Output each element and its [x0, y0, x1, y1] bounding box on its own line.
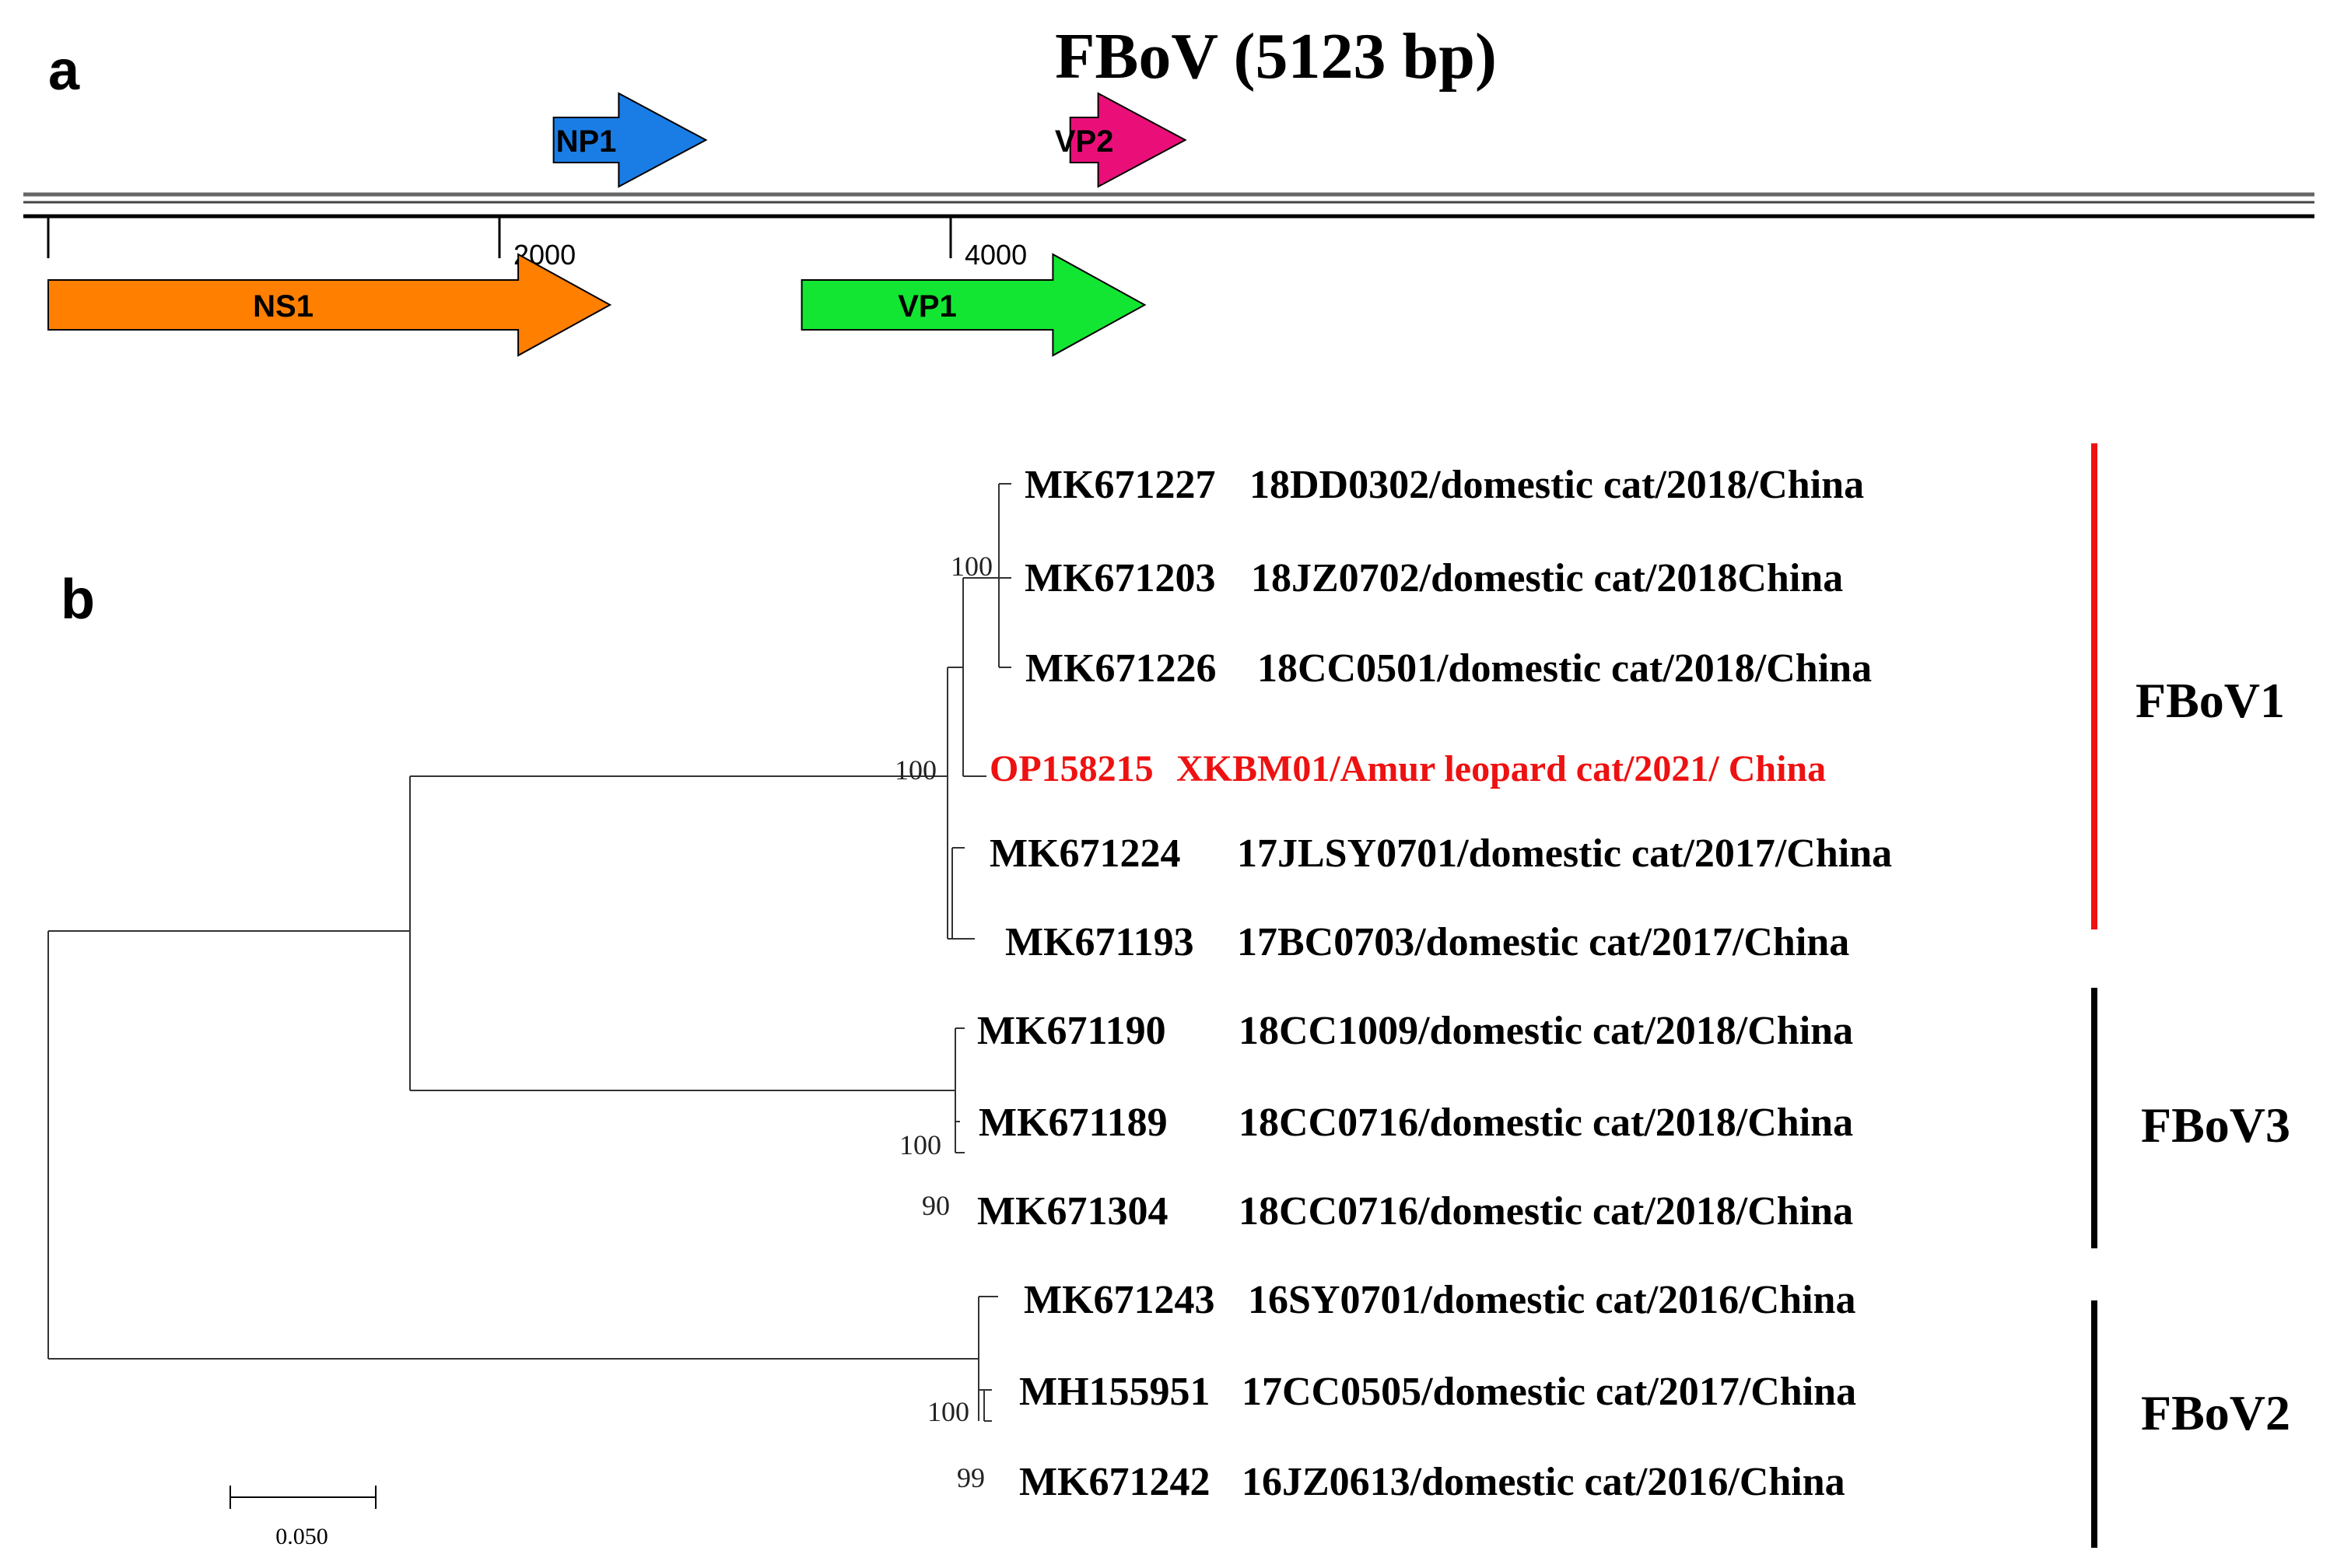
leaf-strain: 17JLSY0701/domestic cat/2017/China	[1237, 831, 1892, 876]
bootstrap-value: 100	[951, 551, 993, 582]
group-fbov3: FBoV3	[2091, 988, 2290, 1248]
leaf-strain: 17BC0703/domestic cat/2017/China	[1237, 920, 1849, 964]
leaf-mk671304: MK671304 18CC0716/domestic cat/2018/Chin…	[977, 1189, 1853, 1234]
leaf-strain: 18JZ0702/domestic cat/2018China	[1251, 556, 1843, 600]
leaf-accession: MK671226	[1025, 646, 1217, 691]
leaf-accession: MK671227	[1025, 463, 1216, 507]
scale-bar-label: 0.050	[275, 1524, 328, 1549]
phylogenetic-tree: b 100 100 100 90 100 99	[47, 443, 2290, 1549]
bootstrap-value: 100	[927, 1396, 969, 1427]
leaf-accession: MK671190	[977, 1009, 1166, 1053]
leaf-op158215: OP158215 XKBM01/Amur leopard cat/2021/ C…	[990, 748, 1826, 789]
leaf-mk671224: MK671224 17JLSY0701/domestic cat/2017/Ch…	[990, 831, 1892, 876]
leaf-mk671203: MK671203 18JZ0702/domestic cat/2018China	[1025, 556, 1843, 600]
group-label-fbov1: FBoV1	[2136, 673, 2285, 728]
group-label-fbov2: FBoV2	[2141, 1385, 2290, 1440]
vp2-arrow-shape	[1069, 92, 1187, 188]
gene-arrow-vp1: VP1	[801, 253, 1147, 357]
leaf-strain: 18DD0302/domestic cat/2018/China	[1249, 463, 1864, 507]
gene-label-vp2: VP2	[1055, 124, 1114, 159]
fbov2-clade-branches	[978, 1296, 998, 1421]
leaf-mk671190: MK671190 18CC1009/domestic cat/2018/Chin…	[977, 1009, 1853, 1053]
bootstrap-value: 90	[922, 1190, 950, 1221]
gene-arrow-np1: NP1	[552, 92, 708, 188]
leaf-accession: MH155951	[1019, 1370, 1211, 1414]
leaf-strain: XKBM01/Amur leopard cat/2021/ China	[1176, 748, 1826, 789]
leaf-strain: 18CC0716/domestic cat/2018/China	[1239, 1189, 1853, 1234]
gene-arrow-vp2: VP2	[1055, 92, 1187, 188]
fbov1-cluster-b-branches	[951, 847, 975, 940]
bootstrap-value: 100	[899, 1129, 941, 1160]
genome-title: FBoV (5123 bp)	[1055, 20, 1497, 93]
group-label-fbov3: FBoV3	[2141, 1097, 2290, 1153]
leaf-accession: OP158215	[990, 748, 1154, 789]
gene-label-np1: NP1	[556, 124, 617, 159]
leaf-strain: 18CC0716/domestic cat/2018/China	[1239, 1101, 1853, 1145]
bootstrap-values: 100 100 100 90 100 99	[895, 551, 993, 1493]
gene-label-vp1: VP1	[898, 289, 957, 324]
genome-backbone	[23, 192, 2314, 258]
scale-bar-line	[229, 1486, 377, 1509]
leaf-mk671243: MK671243 16SY0701/domestic cat/2016/Chin…	[1024, 1278, 1855, 1322]
genome-scale-ticks: 2000 4000	[498, 216, 1027, 271]
fbov1-fbov3-branches	[409, 775, 955, 1091]
leaf-mk671189: MK671189 18CC0716/domestic cat/2018/Chin…	[979, 1101, 1853, 1145]
leaf-accession: MK671193	[1005, 920, 1194, 964]
leaf-accession: MK671242	[1019, 1460, 1211, 1504]
root-branches	[47, 930, 979, 1360]
panel-letter-b: b	[61, 569, 95, 631]
scale-bar: 0.050	[229, 1486, 377, 1549]
fbov2-subclade-branches	[983, 1389, 992, 1422]
leaf-mh155951: MH155951 17CC0505/domestic cat/2017/Chin…	[1019, 1370, 1856, 1414]
leaf-accession: MK671224	[990, 831, 1181, 876]
group-fbov2: FBoV2	[2091, 1300, 2290, 1548]
leaf-labels: MK671227 18DD0302/domestic cat/2018/Chin…	[977, 463, 1892, 1504]
ns1-arrow-shape	[47, 253, 612, 357]
genome-tick-4000: 4000	[949, 216, 1027, 271]
bootstrap-value: 99	[957, 1462, 985, 1493]
fbov1-subclade-branches	[962, 577, 999, 777]
leaf-strain: 18CC1009/domestic cat/2018/China	[1239, 1009, 1853, 1053]
genome-tick-label: 4000	[965, 239, 1027, 271]
np1-arrow-shape	[552, 92, 708, 188]
tree-branches	[47, 483, 1011, 1422]
gene-arrows: NP1 VP2 NS1 VP1	[47, 92, 1187, 357]
panel-letter-a: a	[48, 40, 80, 102]
leaf-strain: 18CC0501/domestic cat/2018/China	[1257, 646, 1872, 691]
genome-tick-2000: 2000	[498, 216, 576, 271]
leaf-strain: 17CC0505/domestic cat/2017/China	[1242, 1370, 1856, 1414]
leaf-mk671227: MK671227 18DD0302/domestic cat/2018/Chin…	[1025, 463, 1864, 507]
fbov1-clade-branches	[947, 667, 963, 940]
bootstrap-value: 100	[895, 754, 937, 786]
group-fbov1: FBoV1	[2091, 443, 2285, 929]
gene-arrow-ns1: NS1	[47, 253, 612, 357]
leaf-mk671242: MK671242 16JZ0613/domestic cat/2016/Chin…	[1019, 1460, 1845, 1504]
clade-brackets: FBoV1 FBoV3 FBoV2	[2091, 443, 2290, 1548]
leaf-accession: MK671243	[1024, 1278, 1215, 1322]
leaf-accession: MK671203	[1025, 556, 1216, 600]
gene-label-ns1: NS1	[253, 289, 314, 324]
leaf-strain: 16SY0701/domestic cat/2016/China	[1248, 1278, 1855, 1322]
leaf-mk671193: MK671193 17BC0703/domestic cat/2017/Chin…	[1005, 920, 1849, 964]
fbov3-clade-branches	[955, 1027, 965, 1153]
genome-map: a FBoV (5123 bp) 2000 4000 NP1	[23, 20, 2314, 357]
leaf-strain: 16JZ0613/domestic cat/2016/China	[1242, 1460, 1845, 1504]
vp1-arrow-shape	[801, 253, 1147, 357]
leaf-accession: MK671189	[979, 1101, 1168, 1145]
fbov1-cluster-a-branches	[998, 483, 1011, 668]
leaf-mk671226: MK671226 18CC0501/domestic cat/2018/Chin…	[1025, 646, 1872, 691]
leaf-accession: MK671304	[977, 1189, 1168, 1234]
